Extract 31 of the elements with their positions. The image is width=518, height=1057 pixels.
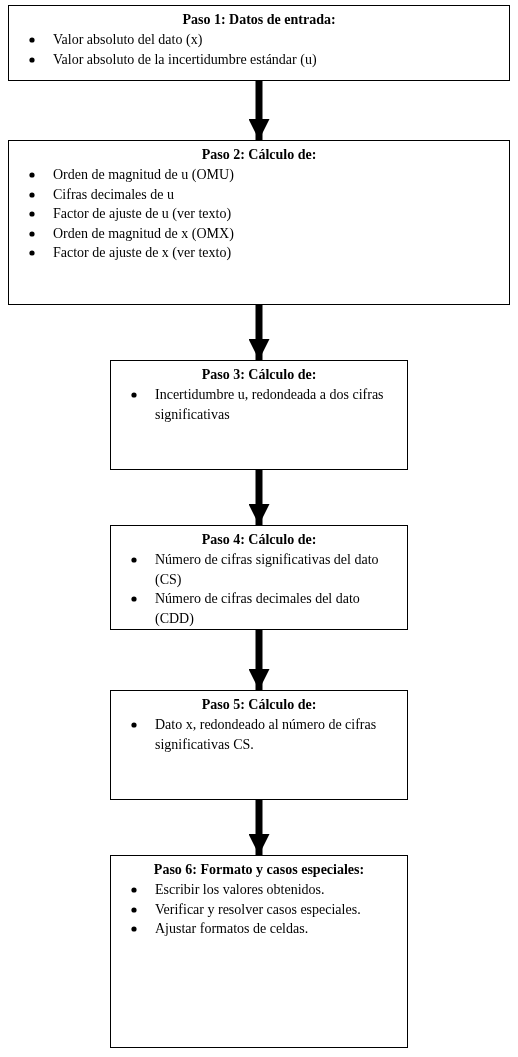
list-item: Número de cifras significativas del dato (CS) xyxy=(155,552,379,587)
arrow xyxy=(248,630,270,690)
list-item: Dato x, redondeado al número de cifras significativas CS. xyxy=(155,717,377,752)
list-item: Orden de magnitud de x (OMX) xyxy=(53,225,234,241)
step-heading: Paso 5: Cálculo de: xyxy=(200,697,318,713)
list-item: Valor absoluto del dato (x) xyxy=(53,32,203,47)
step-heading: Paso 4: Cálculo de: xyxy=(200,532,318,548)
step-heading: Paso 1: Datos de entrada: xyxy=(181,12,337,28)
arrow xyxy=(248,470,270,525)
step-heading: Paso 2: Cálculo de: xyxy=(200,147,318,163)
list-item: Incertidumbre u, redondeada a dos cifras significativas xyxy=(155,387,384,422)
list-item: Escribir los valores obtenidos. xyxy=(155,882,325,897)
step-heading: Paso 6: Formato y casos especiales: xyxy=(152,862,366,878)
list-item: Valor absoluto de la incertidumbre estándar (u) xyxy=(53,51,317,67)
process-box xyxy=(110,525,408,630)
process-box xyxy=(110,690,408,800)
process-box xyxy=(110,360,408,470)
list-item: Factor de ajuste de x (ver texto) xyxy=(53,245,232,261)
arrow xyxy=(248,81,270,140)
list-item: Factor de ajuste de u (ver texto) xyxy=(53,206,232,222)
list-item: Verificar y resolver casos especiales. xyxy=(155,901,361,917)
process-box xyxy=(8,5,510,81)
process-box xyxy=(8,140,510,305)
list-item: Ajustar formatos de celdas. xyxy=(155,921,309,937)
step-heading: Paso 3: Cálculo de: xyxy=(200,367,318,383)
process-box xyxy=(110,855,408,1048)
arrow xyxy=(248,800,270,855)
list-item: Número de cifras decimales del dato (CDD) xyxy=(155,591,360,626)
arrow xyxy=(248,305,270,360)
list-item: Cifras decimales de u xyxy=(53,186,174,202)
list-item: Orden de magnitud de u (OMU) xyxy=(53,167,234,182)
